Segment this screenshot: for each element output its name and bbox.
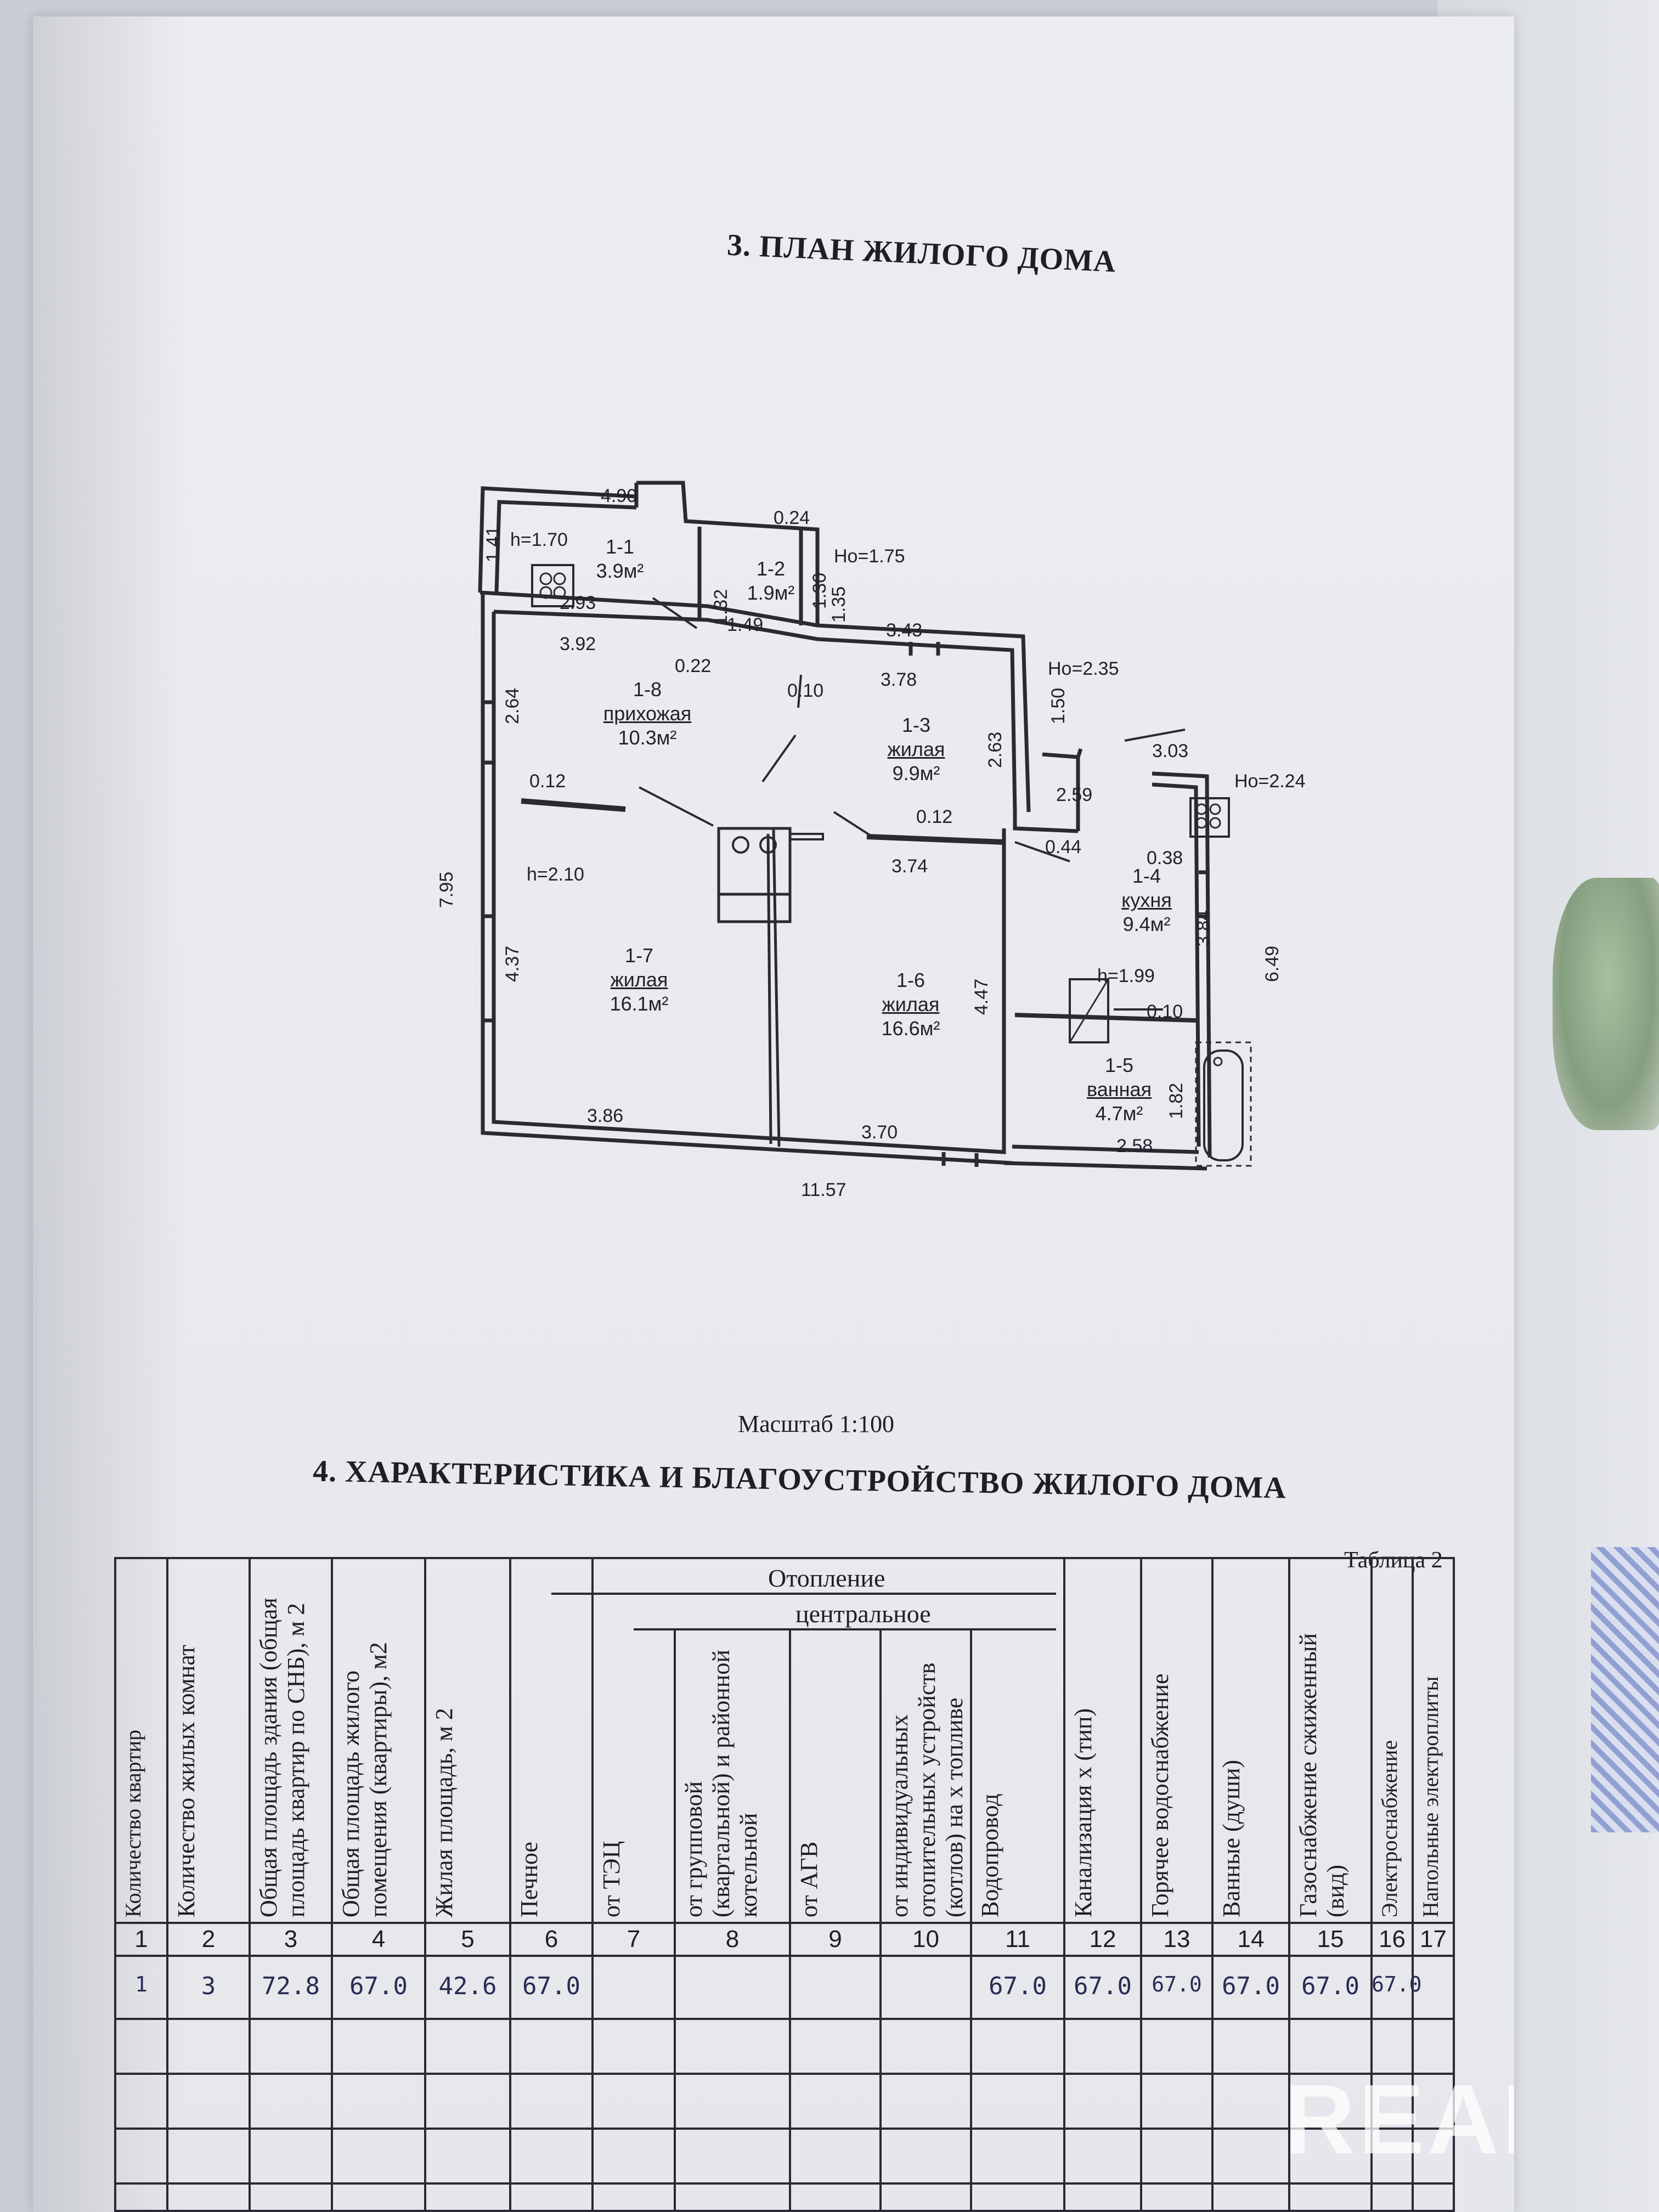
table-colnum-12: 12 — [1089, 1926, 1116, 1953]
table-colnum-16: 16 — [1379, 1926, 1406, 1953]
dim-0-12-a: 0.12 — [529, 771, 566, 792]
height-2-10: h=2.10 — [527, 864, 584, 885]
table-header-col-15: Газоснабжение сжиженный (вид) — [1295, 1633, 1349, 1917]
dim-0-10-b: 0.10 — [1147, 1001, 1183, 1022]
table-header-col-14: Ванные (души) — [1218, 1759, 1245, 1917]
height-1-70: h=1.70 — [510, 529, 568, 550]
dim-3-86: 3.86 — [587, 1105, 624, 1126]
table-header-col-5: Жилая площадь, м 2 — [431, 1708, 458, 1917]
heating-group-header: Отопление — [768, 1564, 885, 1592]
dim-3-43: 3.43 — [886, 620, 923, 641]
table-cell-r1-c6: 67.0 — [522, 1972, 580, 2000]
height-2-24: Hо=2.24 — [1234, 771, 1306, 792]
dim-3-03: 3.03 — [1152, 741, 1189, 761]
dim-3-74: 3.74 — [891, 856, 928, 877]
table-colnum-11: 11 — [1005, 1926, 1030, 1953]
table-colnum-6: 6 — [544, 1926, 558, 1953]
table-colnum-7: 7 — [627, 1926, 641, 1953]
table-header-col-16: Электроснабжение — [1377, 1740, 1402, 1917]
table-colnum-4: 4 — [371, 1926, 386, 1953]
table-colnum-5: 5 — [461, 1926, 475, 1953]
background-cloth — [1591, 1547, 1659, 1832]
plan-inner-wall-left-bottom — [492, 612, 1006, 1154]
table-colnum-15: 15 — [1317, 1926, 1344, 1953]
dim-0-44: 0.44 — [1045, 837, 1082, 857]
background-plant — [1553, 878, 1659, 1130]
table-cell-r1-c2: 3 — [201, 1972, 216, 2000]
realt-watermark: REALT — [1284, 2064, 1514, 2175]
dim-3-70: 3.70 — [861, 1122, 898, 1143]
height-2-35: Hо=2.35 — [1048, 658, 1119, 679]
table-cell-r1-c15: 67.0 — [1301, 1972, 1359, 2000]
floor-plan — [478, 481, 1252, 1171]
dim-0-24: 0.24 — [774, 507, 810, 528]
table-colnum-1: 1 — [134, 1926, 148, 1953]
plan-outer-wall-left-bottom — [481, 592, 1013, 1165]
table-header-col-6: Печное — [516, 1842, 543, 1917]
dim-2-93: 2.93 — [560, 592, 596, 613]
table-colnum-3: 3 — [284, 1926, 298, 1953]
table-cell-r1-c1: 1 — [135, 1972, 148, 1996]
table-header-col-17: Напольные электроплиты — [1418, 1676, 1443, 1917]
dim-2-59: 2.59 — [1056, 785, 1093, 805]
table-header-col-13: Горячее водоснабжение — [1147, 1673, 1173, 1917]
dim-4-90: 4.90 — [601, 486, 637, 506]
table-header-col-7: от ТЭЦ — [598, 1841, 625, 1917]
dim-0-10-a: 0.10 — [787, 680, 824, 701]
dim-0-22: 0.22 — [675, 656, 712, 676]
height-1-75: Hо=1.75 — [834, 546, 905, 567]
table-header-col-8: от групповой (квартальной) и районной ко… — [680, 1650, 762, 1917]
table-cell-r1-c5: 42.6 — [438, 1972, 497, 2000]
plan-scale: Масштаб 1:100 — [738, 1410, 894, 1437]
table-cell-r1-c3: 72.8 — [262, 1972, 320, 2000]
dim-1-49: 1.49 — [727, 614, 764, 635]
table-colnum-13: 13 — [1163, 1926, 1190, 1953]
plan-inner-wall-top — [493, 610, 1017, 812]
dim-0-38: 0.38 — [1147, 848, 1183, 868]
table-cell-r1-c12: 67.0 — [1074, 1972, 1132, 2000]
table-header-col-1: Количество квартир — [121, 1729, 145, 1917]
characteristics-table: Отопление центральное Количество квартир… — [33, 16, 1514, 2212]
table-header-col-3: Общая площадь здания (общая площадь квар… — [255, 1598, 309, 1917]
table-header-col-10: от индивидуальных отопительных устройств… — [886, 1662, 966, 1917]
table-cell-r1-c13: 67.0 — [1152, 1972, 1202, 1996]
table-header-col-4: Общая площадь жилого помещения (квартиры… — [337, 1642, 392, 1917]
document-page: 3. ПЛАН ЖИЛОГО ДОМА — [33, 16, 1514, 2212]
dim-3-78: 3.78 — [881, 669, 917, 690]
table-colnum-2: 2 — [201, 1926, 216, 1953]
table-colnum-10: 10 — [912, 1926, 939, 1953]
dim-11-57: 11.57 — [801, 1180, 847, 1200]
central-heating-header: центральное — [795, 1600, 931, 1628]
table-header-col-11: Водопровод — [977, 1793, 1003, 1917]
table-cell-r1-c16: 67.0 — [1372, 1972, 1422, 1996]
table-cell-r1-c11: 67.0 — [989, 1972, 1047, 2000]
dim-3-92: 3.92 — [560, 634, 596, 654]
height-1-99: h=1.99 — [1097, 966, 1155, 986]
table-colnum-8: 8 — [725, 1926, 740, 1953]
table-cell-r1-c14: 67.0 — [1222, 1972, 1280, 2000]
dim-0-12-b: 0.12 — [916, 806, 953, 827]
table-header-col-9: от АГВ — [795, 1841, 822, 1917]
table-label: Таблица 2 — [1344, 1548, 1443, 1573]
table-header-col-2: Количество жилых комнат — [173, 1645, 200, 1917]
table-colnum-9: 9 — [828, 1926, 842, 1953]
table-colnum-17: 17 — [1420, 1926, 1447, 1953]
table-header-col-12: Канализация х (тип) — [1070, 1708, 1097, 1917]
table-colnum-14: 14 — [1237, 1926, 1265, 1953]
table-cell-r1-c4: 67.0 — [349, 1972, 408, 2000]
dim-2-58: 2.58 — [1116, 1136, 1153, 1156]
